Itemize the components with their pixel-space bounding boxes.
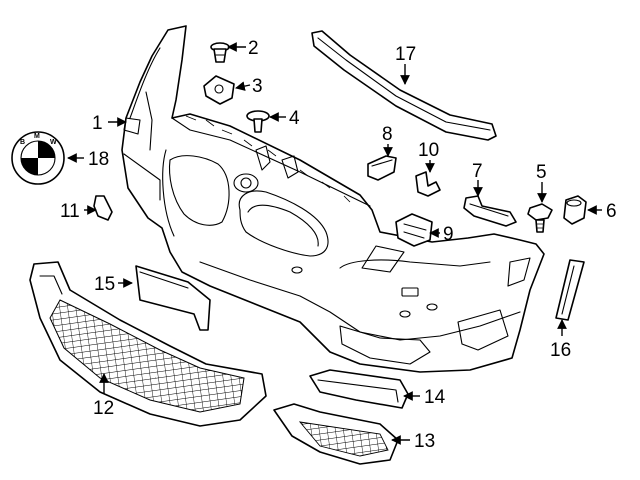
callout-17: 17 bbox=[395, 44, 416, 65]
callout-labels: 1 2 3 4 5 6 7 8 9 10 11 12 13 14 15 16 1… bbox=[60, 38, 617, 452]
callout-4: 4 bbox=[289, 108, 300, 129]
nut-clip bbox=[203, 75, 235, 105]
emblem-letter-m: M bbox=[34, 133, 40, 140]
side-reflector-trim bbox=[555, 259, 585, 321]
support-bracket bbox=[463, 195, 517, 227]
emblem-letter-w: W bbox=[50, 139, 57, 146]
grommet bbox=[563, 195, 587, 225]
callout-3: 3 bbox=[252, 76, 263, 97]
callout-5: 5 bbox=[536, 162, 547, 183]
reflector-cap bbox=[367, 155, 397, 181]
clip-bracket bbox=[93, 195, 113, 221]
callout-6: 6 bbox=[606, 201, 617, 222]
leader-lines bbox=[67, 42, 602, 445]
callout-18: 18 bbox=[88, 149, 109, 170]
bmw-emblem: B M W bbox=[11, 131, 65, 185]
fog-lamp-trim bbox=[309, 369, 409, 409]
upper-bumper-strip bbox=[311, 30, 497, 141]
callout-16: 16 bbox=[550, 340, 571, 361]
emblem-letter-b: B bbox=[20, 139, 25, 146]
callout-11: 11 bbox=[60, 201, 80, 222]
expansion-rivet bbox=[246, 110, 270, 133]
retaining-clip bbox=[415, 171, 441, 197]
lower-center-grille bbox=[29, 261, 267, 427]
callout-14: 14 bbox=[424, 387, 446, 408]
bumper-cover bbox=[121, 25, 545, 373]
callout-13: 13 bbox=[414, 431, 435, 452]
bolt bbox=[527, 203, 553, 233]
callout-12: 12 bbox=[93, 398, 114, 419]
callout-15: 15 bbox=[94, 274, 115, 295]
side-grille bbox=[273, 403, 399, 465]
license-plate-bracket bbox=[135, 265, 211, 331]
callout-10: 10 bbox=[418, 140, 439, 161]
callout-8: 8 bbox=[382, 124, 393, 145]
mounting-bracket bbox=[395, 213, 433, 247]
push-clip bbox=[210, 42, 230, 63]
callout-9: 9 bbox=[443, 224, 454, 245]
callout-1: 1 bbox=[92, 113, 103, 134]
callout-7: 7 bbox=[472, 161, 483, 182]
callout-2: 2 bbox=[248, 38, 259, 59]
